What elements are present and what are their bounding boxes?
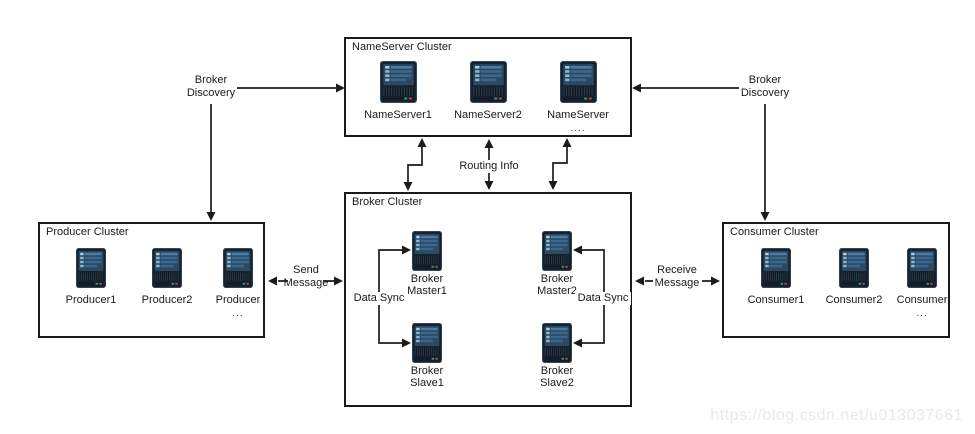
edge-label-data-sync-left: Data Sync xyxy=(351,292,407,305)
consumer-cluster-box: Consumer Cluster xyxy=(722,222,950,338)
server-node-nameserver1: NameServer1 xyxy=(353,61,443,121)
watermark: https://blog.csdn.net/u013037661 xyxy=(710,407,963,424)
server-node-consumer-more: Consumer ... xyxy=(877,248,967,319)
ellipsis-label: ... xyxy=(232,308,244,319)
server-label: NameServer xyxy=(547,109,609,121)
edge-label-receive-message: Receive Message xyxy=(654,264,700,289)
server-icon xyxy=(412,323,442,363)
broker-cluster-title: Broker Cluster xyxy=(352,196,423,208)
server-label-line1: Broker xyxy=(410,273,444,285)
nameserver-cluster-title: NameServer Cluster xyxy=(352,41,452,53)
server-node-consumer2: Consumer2 xyxy=(809,248,899,306)
server-icon xyxy=(907,248,937,288)
producer-cluster-box: Producer Cluster xyxy=(38,222,265,338)
server-icon xyxy=(223,248,253,288)
server-label: Producer1 xyxy=(65,294,117,306)
server-icon xyxy=(542,323,572,363)
arrow-routing-right xyxy=(552,147,568,181)
server-label: NameServer1 xyxy=(364,109,432,121)
arrowheads xyxy=(206,83,770,348)
server-label-line1: Broker xyxy=(410,365,444,377)
edge-label-send-message: Send Message xyxy=(283,264,329,289)
server-label: NameServer2 xyxy=(454,109,522,121)
server-icon xyxy=(761,248,791,288)
producer-cluster-title: Producer Cluster xyxy=(46,226,129,238)
server-label: Producer2 xyxy=(141,294,193,306)
server-icon xyxy=(542,231,572,271)
edge-label-broker-discovery-right: Broker Discovery xyxy=(740,74,790,99)
edge-label-data-sync-right: Data Sync xyxy=(575,292,631,305)
nameserver-cluster-box: NameServer Cluster xyxy=(344,37,632,137)
server-node-broker-slave1: Broker Slave1 xyxy=(382,323,472,389)
edge-label-broker-discovery-left: Broker Discovery xyxy=(186,74,236,99)
server-label: Consumer1 xyxy=(747,294,805,306)
server-node-producer-more: Producer ... xyxy=(193,248,283,319)
server-label: Consumer xyxy=(896,294,948,306)
server-node-nameserver2: NameServer2 xyxy=(443,61,533,121)
server-label-line1: Broker xyxy=(540,365,574,377)
ellipsis-label: ... xyxy=(916,308,928,319)
server-node-broker-master1: Broker Master1 xyxy=(382,231,472,297)
server-node-nameserver-more: NameServer .... xyxy=(533,61,623,134)
arrow-routing-left xyxy=(407,147,423,182)
server-label: Producer xyxy=(215,294,261,306)
server-label-line2: Slave2 xyxy=(540,377,574,389)
server-label-line2: Slave1 xyxy=(410,377,444,389)
server-node-broker-slave2: Broker Slave2 xyxy=(512,323,602,389)
server-label: Consumer2 xyxy=(825,294,883,306)
server-label-line2: Master1 xyxy=(407,285,447,297)
server-icon xyxy=(76,248,106,288)
edge-label-routing-info: Routing Info xyxy=(459,160,519,172)
server-icon xyxy=(380,61,417,103)
broker-cluster-box: Broker Cluster xyxy=(344,192,632,407)
server-icon xyxy=(560,61,597,103)
server-node-broker-master2: Broker Master2 xyxy=(512,231,602,297)
server-icon xyxy=(412,231,442,271)
ellipsis-label: .... xyxy=(570,123,586,134)
server-node-consumer1: Consumer1 xyxy=(731,248,821,306)
server-node-producer1: Producer1 xyxy=(46,248,136,306)
consumer-cluster-title: Consumer Cluster xyxy=(730,226,819,238)
server-label-line2: Master2 xyxy=(537,285,577,297)
server-icon xyxy=(839,248,869,288)
server-icon xyxy=(470,61,507,103)
server-icon xyxy=(152,248,182,288)
server-node-producer2: Producer2 xyxy=(122,248,212,306)
server-label-line1: Broker xyxy=(540,273,574,285)
